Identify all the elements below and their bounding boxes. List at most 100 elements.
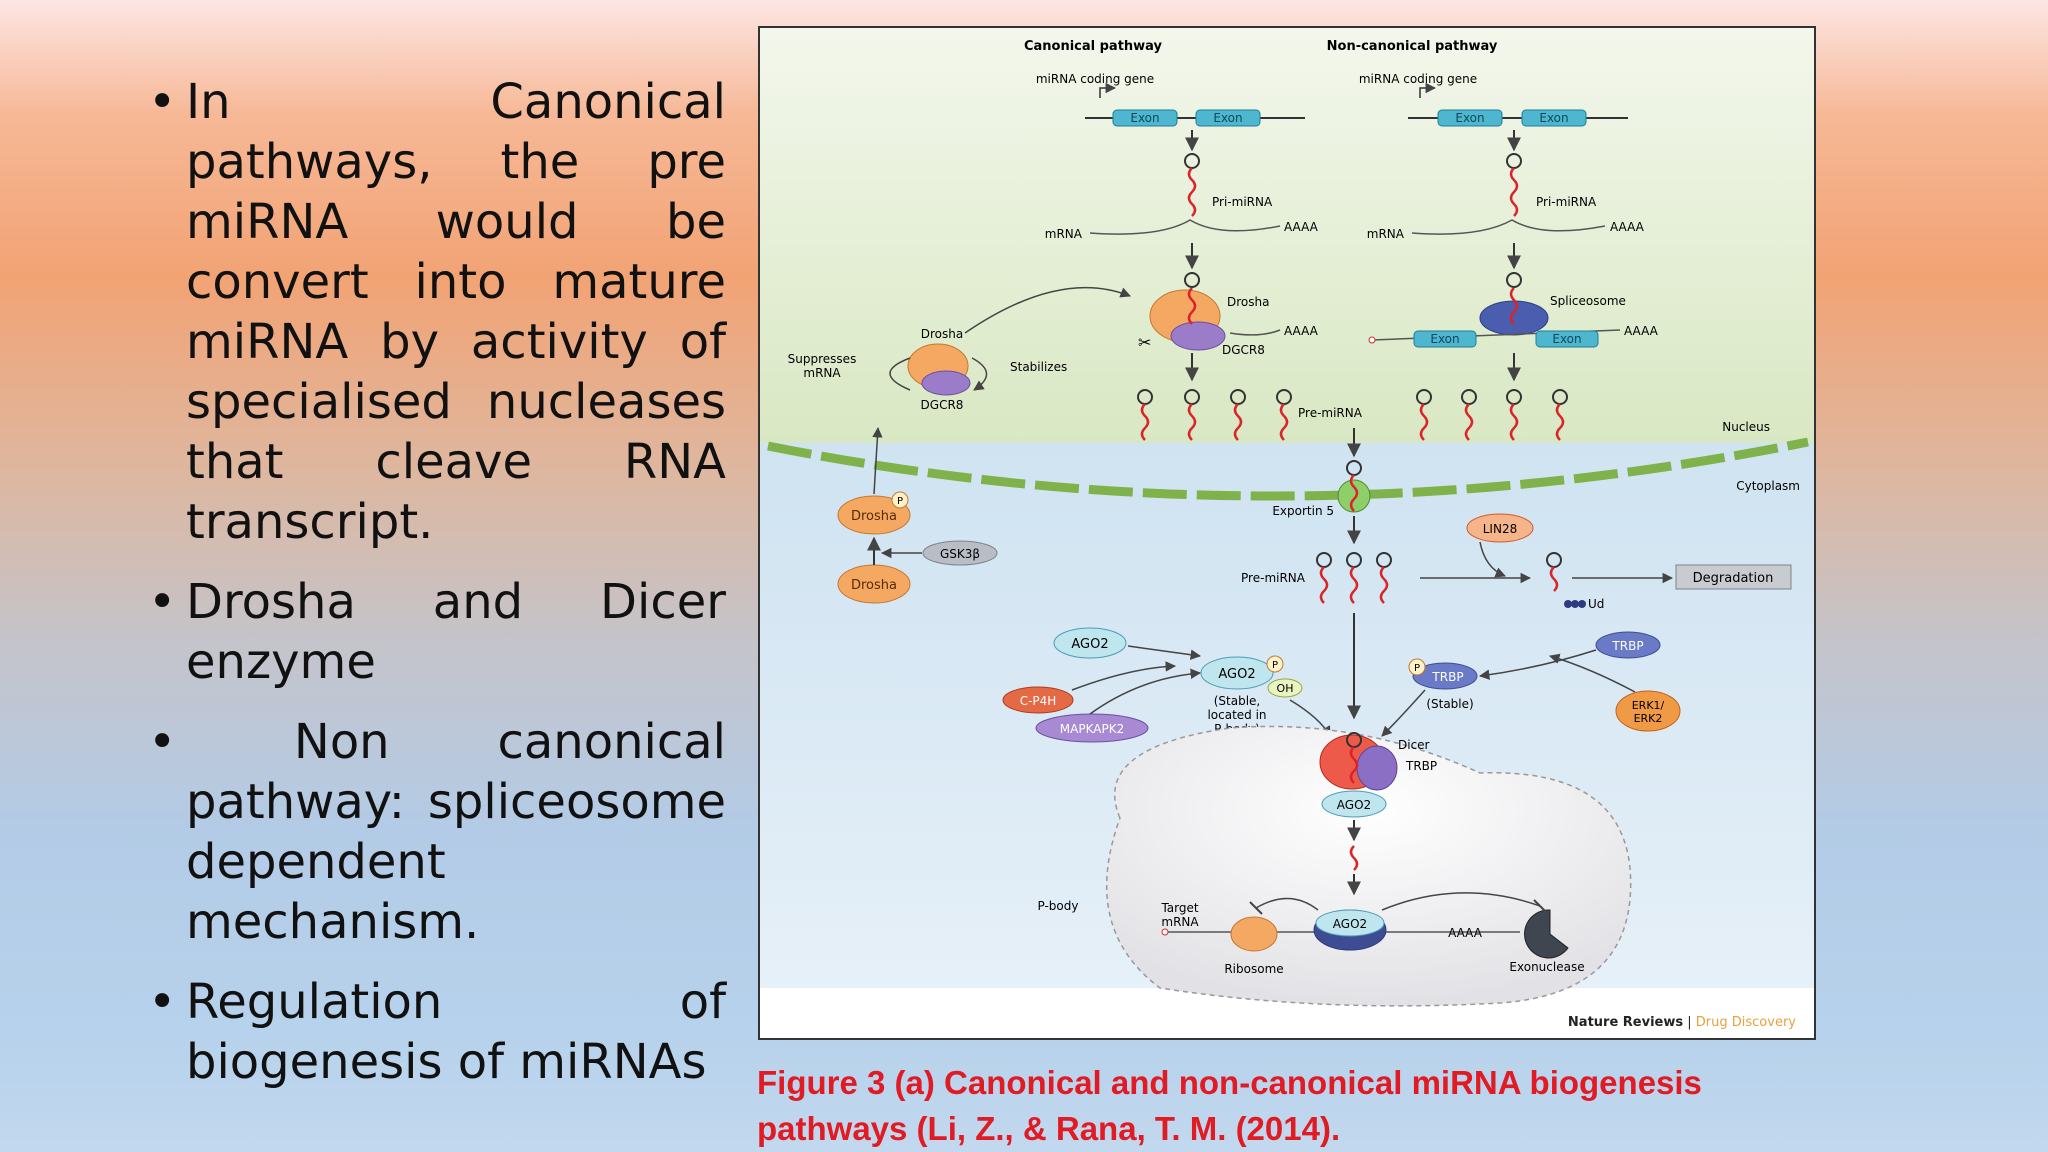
- pre-mirna-hairpin: [1416, 389, 1432, 441]
- svg-text:P: P: [1414, 663, 1420, 674]
- p-body: P-body AGO2 Dicer TRBP AGO2 Ribosome Tar…: [1038, 725, 1632, 1007]
- canonical-pri-mirna-label: Pri-miRNA: [1212, 195, 1273, 209]
- erk1-label: ERK1/: [1632, 699, 1665, 712]
- suppresses-label: Suppresses: [788, 352, 857, 366]
- degradation-label: Degradation: [1693, 571, 1774, 586]
- pre-mirna-hairpin: [1461, 389, 1477, 441]
- spliceosome-label: Spliceosome: [1550, 294, 1626, 308]
- exonuclease-label: Exonuclease: [1509, 960, 1584, 974]
- pre-mirna-hairpin: [1184, 389, 1200, 441]
- stabilizes-label: Stabilizes: [1010, 360, 1067, 374]
- pre-mirna-hairpin: [1346, 552, 1362, 604]
- exportin-label: Exportin 5: [1272, 504, 1334, 518]
- nucleus-region: [760, 28, 1814, 458]
- noncanonical-aaaa-label: AAAA: [1610, 220, 1645, 234]
- exportin-5: Exportin 5: [1272, 428, 1371, 545]
- noncanonical-pri-mirna: Pri-miRNA mRNA AAAA: [1367, 153, 1645, 241]
- aaaa-spliceosome-label: AAAA: [1624, 324, 1659, 338]
- canonical-pri-mirna: Pri-miRNA mRNA AAAA: [1045, 153, 1319, 241]
- caption-line-1: Figure 3 (a) Canonical and non-canonical…: [757, 1064, 1702, 1101]
- bullet-drosha-dicer: Drosha and Dicer enzyme: [148, 572, 726, 692]
- phospho-drosha-label: Drosha: [851, 509, 897, 524]
- lin28-label: LIN28: [1483, 522, 1517, 536]
- noncanonical-exon-2: [1521, 109, 1587, 127]
- caption-line-2: pathways (Li, Z., & Rana, T. M. (2014).: [757, 1110, 1341, 1147]
- risc-aaaa-label: AAAA: [1448, 926, 1483, 940]
- loop-dgcr8-label: DGCR8: [921, 398, 964, 412]
- mirna-biogenesis-figure: Canonical pathway Non-canonical pathway …: [758, 26, 1816, 1040]
- nucleus-label: Nucleus: [1722, 420, 1770, 434]
- trbp-modification: TRBP TRBP P (Stable) ERK1/ ERK2: [1381, 631, 1681, 737]
- drosha-regulation-loop: Drosha DGCR8 Suppresses mRNA Stabilizes: [788, 286, 1131, 412]
- drosha-label: Drosha: [1227, 295, 1269, 309]
- aaaa-drosha-label: AAAA: [1284, 324, 1319, 338]
- phospho-trbp-label: TRBP: [1431, 670, 1463, 684]
- canonical-aaaa-label: AAAA: [1284, 220, 1319, 234]
- dicer-trbp-label: TRBP: [1405, 759, 1437, 773]
- svg-text:Exon: Exon: [1539, 111, 1568, 125]
- oh-label: OH: [1277, 682, 1294, 695]
- mapkapk2-label: MAPKAPK2: [1060, 722, 1124, 736]
- c-p4h-label: C-P4H: [1020, 694, 1057, 708]
- svg-text:Exon: Exon: [1130, 111, 1159, 125]
- cytoplasmic-pre-mirna: Pre-miRNA LIN28 Ud Degradation: [1241, 513, 1792, 611]
- dicer-label: Dicer: [1398, 738, 1430, 752]
- svg-text:Exon: Exon: [1552, 332, 1581, 346]
- spliceosome-exon-1: [1413, 330, 1477, 348]
- noncanonical-pri-mirna-label: Pri-miRNA: [1536, 195, 1597, 209]
- journal-credit: Nature Reviews | Drug Discovery: [1568, 1015, 1796, 1030]
- scissors-icon: ✂: [1138, 333, 1151, 352]
- ribosome-label: Ribosome: [1224, 962, 1283, 976]
- nuclear-envelope: [767, 437, 1809, 501]
- cytoplasmic-pre-mirna-label: Pre-miRNA: [1241, 571, 1306, 585]
- noncanonical-coding-gene-label: miRNA coding gene: [1359, 72, 1477, 86]
- nuclear-pre-mirna-label: Pre-miRNA: [1298, 406, 1363, 420]
- drosha-phosphorylation: Drosha P Drosha GSK3β: [837, 426, 998, 604]
- bullet-regulation: Regulation of biogenesis of miRNAs: [148, 972, 726, 1092]
- canonical-coding-gene-label: miRNA coding gene: [1036, 72, 1154, 86]
- spliceosome-exon-2: [1535, 330, 1599, 348]
- svg-text:Exon: Exon: [1213, 111, 1242, 125]
- svg-text:P: P: [897, 496, 903, 507]
- erk2-label: ERK2: [1634, 712, 1663, 725]
- trbp-label: TRBP: [1611, 639, 1643, 653]
- noncanonical-gene: miRNA coding gene Exon Exon: [1359, 72, 1628, 127]
- loop-drosha-label: Drosha: [921, 327, 963, 341]
- pathway-diagram: Canonical pathway Non-canonical pathway …: [760, 28, 1814, 1038]
- canonical-gene: miRNA coding gene Exon Exon: [1036, 72, 1305, 127]
- ago2-modification: AGO2 AGO2 P OH (Stable, located in P-bod…: [1002, 627, 1331, 743]
- canonical-title: Canonical pathway: [1024, 39, 1163, 54]
- ud-label: Ud: [1588, 597, 1604, 611]
- ago2-label: AGO2: [1071, 637, 1108, 652]
- svg-text:Exon: Exon: [1430, 332, 1459, 346]
- svg-text:Exon: Exon: [1455, 111, 1484, 125]
- canonical-mrna-label: mRNA: [1045, 227, 1083, 241]
- exonuclease-shape: [1524, 909, 1569, 959]
- pre-mirna-hairpin: [1316, 552, 1332, 604]
- noncanonical-mrna-label: mRNA: [1367, 227, 1405, 241]
- trbp-stable-label: (Stable): [1426, 697, 1473, 711]
- gsk3b-label: GSK3β: [940, 547, 980, 561]
- pre-mirna-hairpin: [1276, 389, 1292, 441]
- stable-line-2: located in: [1207, 708, 1266, 722]
- pre-mirna-hairpin: [1137, 389, 1153, 441]
- pre-mirna-hairpin: [1552, 389, 1568, 441]
- stable-line-1: (Stable,: [1214, 694, 1261, 708]
- pre-mirna-hairpin: [1506, 389, 1522, 441]
- bullet-noncanonical: Non canonical pathway: spliceosome depen…: [148, 712, 726, 952]
- noncanonical-exon-1: [1437, 109, 1503, 127]
- pre-mirna-hairpin: [1376, 552, 1392, 604]
- bullet-list: In Canonical pathways, the pre miRNA wou…: [148, 72, 726, 1112]
- canonical-exon-1: [1112, 109, 1178, 127]
- p-body-label: P-body: [1038, 899, 1079, 913]
- figure-caption: Figure 3 (a) Canonical and non-canonical…: [757, 1060, 1757, 1152]
- drosha-dgcr8-complex: Drosha AAAA DGCR8 ✂: [1138, 272, 1319, 357]
- target-line-1: Target: [1160, 901, 1198, 915]
- modified-ago2-label: AGO2: [1218, 667, 1255, 682]
- pre-mirna-hairpin: [1230, 389, 1246, 441]
- target-line-2: mRNA: [1161, 915, 1199, 929]
- dicer-ago2-label: AGO2: [1337, 798, 1371, 812]
- degradation-box: [1675, 564, 1792, 590]
- risc-ago2-label: AGO2: [1333, 917, 1367, 931]
- noncanonical-title: Non-canonical pathway: [1327, 39, 1498, 54]
